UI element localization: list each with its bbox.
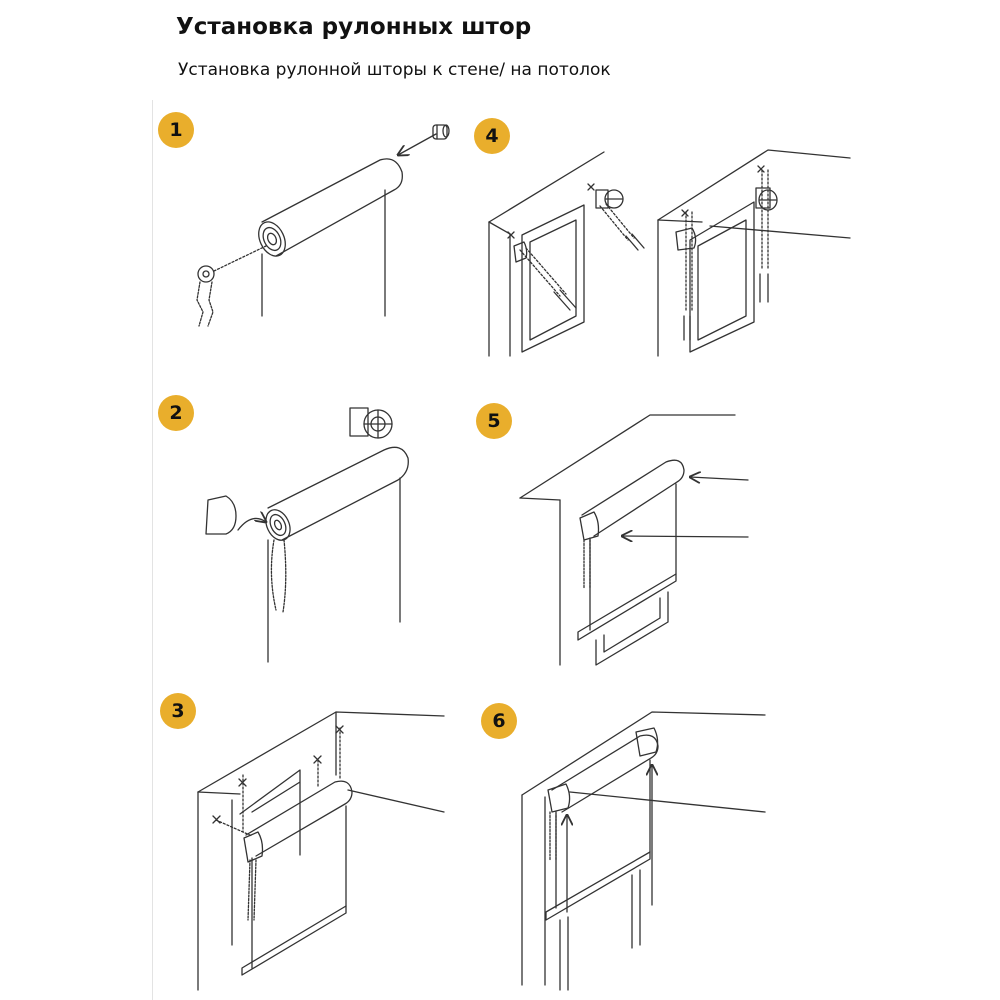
step-badge-1: 1	[158, 112, 194, 148]
step-badge-6: 6	[481, 703, 517, 739]
step-2-illustration	[206, 408, 408, 662]
step-badge-2: 2	[158, 395, 194, 431]
step-5-illustration	[520, 415, 748, 665]
roller-tube	[582, 460, 684, 536]
side-bracket-icon	[596, 190, 623, 208]
bead-chain	[550, 812, 556, 860]
wall-outline	[520, 415, 735, 665]
page-subtitle: Установка рулонной шторы к стене/ на пот…	[178, 60, 611, 80]
cover-cap-icon	[206, 496, 236, 534]
assembly-line	[214, 246, 266, 271]
window-frame	[596, 592, 668, 665]
blind-fabric	[578, 484, 676, 640]
push-arrow	[690, 477, 748, 480]
roller-tube	[246, 781, 352, 856]
snap-arrow	[238, 518, 266, 530]
window-frame	[240, 770, 300, 855]
bead-chain	[248, 860, 256, 920]
wall-outline	[198, 712, 444, 990]
ceiling-outline	[658, 150, 850, 356]
screw-icon	[682, 166, 768, 340]
roller-tube	[552, 735, 658, 812]
mount-bracket-icon	[244, 832, 263, 862]
blind-fabric	[242, 806, 346, 975]
step-3-illustration	[198, 712, 444, 990]
side-bracket-icon	[350, 408, 392, 438]
end-plug-icon	[433, 125, 449, 139]
screw-icon	[508, 232, 576, 310]
insert-arrow	[398, 134, 436, 155]
step-badge-5: 5	[476, 403, 512, 439]
screw-icon	[588, 184, 644, 250]
step-6-illustration	[522, 712, 765, 990]
window-frame	[522, 205, 584, 352]
push-arrow	[622, 536, 748, 537]
bead-chain	[584, 540, 590, 588]
roller-tube	[254, 159, 403, 261]
mount-bracket-icon	[580, 512, 599, 540]
page-left-rule	[152, 100, 153, 1000]
bead-chain	[271, 540, 285, 612]
side-bracket-icon	[756, 188, 777, 210]
chain-mechanism-icon	[197, 266, 214, 326]
step-1-illustration	[197, 125, 449, 326]
step-4-illustration	[489, 150, 850, 356]
page-title: Установка рулонных штор	[176, 14, 532, 40]
drill-marks	[213, 726, 343, 836]
wall-outline	[489, 152, 604, 356]
window-frame	[690, 202, 754, 352]
step-badge-4: 4	[474, 118, 510, 154]
mount-bracket-icon	[514, 242, 527, 262]
roller-tube	[261, 447, 408, 544]
window-frame	[560, 870, 640, 990]
wall-outline	[522, 712, 765, 985]
step-badge-3: 3	[160, 693, 196, 729]
